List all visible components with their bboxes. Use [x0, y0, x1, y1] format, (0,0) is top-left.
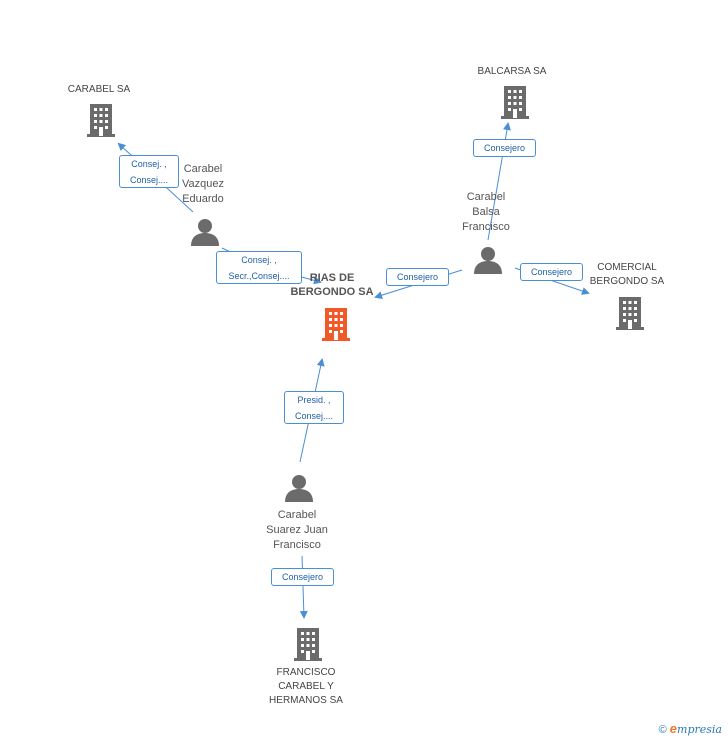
company-label-carabel-sa[interactable]: CARABEL SA	[67, 84, 131, 95]
building-icon-focus[interactable]	[320, 306, 352, 342]
company-label-francisco-carabel-y-hermanos-sa[interactable]: FRANCISCO CARABEL Y HERMANOS SA	[269, 667, 343, 706]
person-icon[interactable]	[284, 474, 314, 502]
building-icon[interactable]	[499, 84, 531, 120]
building-icon[interactable]	[85, 102, 117, 138]
relation-box-balsa-rias[interactable]: Consejero	[386, 268, 449, 286]
person-icon[interactable]	[473, 246, 503, 274]
building-icon[interactable]	[614, 295, 646, 331]
person-label-carabel-vazquez-eduardo[interactable]: Carabel Vazquez Eduardo	[182, 163, 224, 205]
person-label-carabel-balsa-francisco[interactable]: Carabel Balsa Francisco	[462, 191, 510, 233]
relation-box-balsa-comercial[interactable]: Consejero	[520, 263, 583, 281]
company-label-balcarsa-sa[interactable]: BALCARSA SA	[477, 66, 547, 77]
person-icon[interactable]	[190, 218, 220, 246]
edge-suarez-francisco	[299, 555, 308, 619]
building-icon[interactable]	[292, 626, 324, 662]
brand-name: mpresia	[677, 723, 722, 736]
copyright-symbol: ©	[658, 724, 667, 736]
company-label-comercial-bergondo-sa[interactable]: COMERCIAL BERGONDO SA	[589, 262, 665, 287]
person-label-carabel-suarez-juan-francisco[interactable]: Carabel Suarez Juan Francisco	[266, 509, 328, 551]
relation-box-suarez-francisco[interactable]: Consejero	[271, 568, 334, 586]
company-label-rias-de-bergondo-sa[interactable]: RIAS DE BERGONDO SA	[290, 272, 374, 298]
relation-box-vazquez-carabel[interactable]: Consej. , Consej....	[119, 155, 179, 188]
brand-initial: e	[669, 721, 678, 736]
relation-box-balsa-balcarsa[interactable]: Consejero	[473, 139, 536, 157]
relation-box-suarez-rias[interactable]: Presid. , Consej....	[284, 391, 344, 424]
empresia-logo: © empresia	[659, 721, 722, 736]
relation-box-vazquez-rias[interactable]: Consej. , Secr.,Consej....	[216, 251, 302, 284]
